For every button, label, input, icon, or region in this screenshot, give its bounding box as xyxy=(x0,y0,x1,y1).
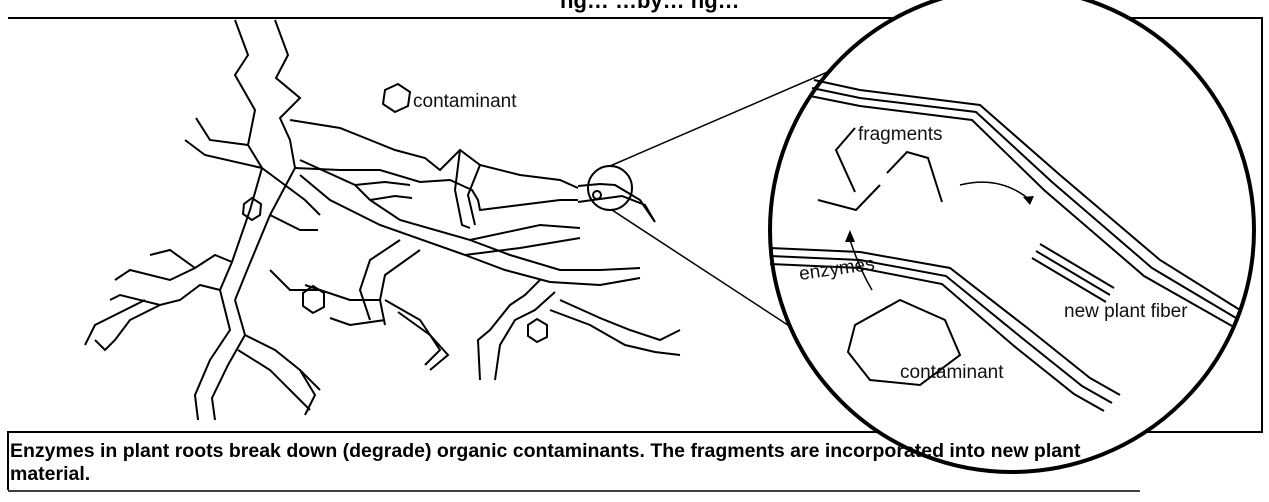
label-fragments: fragments xyxy=(858,124,942,145)
hexagon-icon xyxy=(383,84,410,112)
zoom-view: fragments enzymes new plant fiber contam… xyxy=(770,0,1254,472)
contaminant-hexagons xyxy=(243,84,547,342)
label-contaminant-left: contaminant xyxy=(413,91,517,112)
hexagon-icon xyxy=(528,319,547,342)
cut-off-header: ng… …by… ng… xyxy=(560,0,740,13)
zoom-circle xyxy=(770,0,1254,472)
label-contaminant-zoom: contaminant xyxy=(900,362,1004,383)
label-new-plant-fiber: new plant fiber xyxy=(1064,301,1188,322)
root-system xyxy=(85,20,680,420)
figure-caption: Enzymes in plant roots break down (degra… xyxy=(10,440,1160,486)
